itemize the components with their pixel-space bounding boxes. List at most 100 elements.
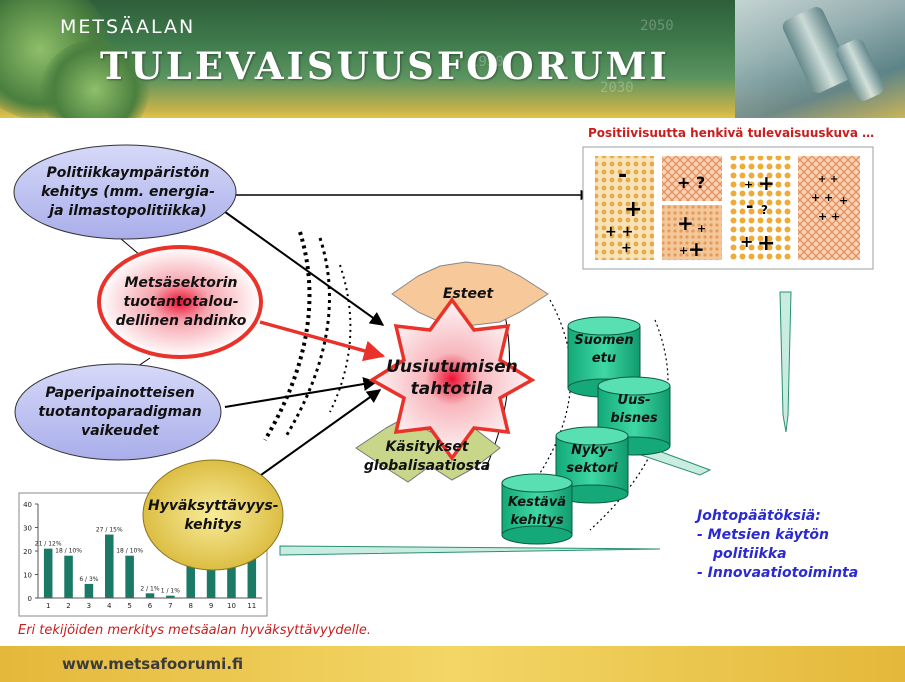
chart-y-tick-label: 40	[23, 501, 32, 509]
svg-text:+ ?: + ?	[677, 173, 705, 192]
svg-text:+: +	[624, 197, 642, 222]
chart-y-tick-label: 30	[23, 525, 32, 533]
future-tile-4	[798, 156, 860, 260]
svg-text:+: +	[688, 237, 705, 261]
dotted-arc	[329, 264, 352, 413]
chart-x-tick-label: 2	[66, 602, 70, 610]
future-symbols: - + + + + + ? + + + + + + - ? + + + + + …	[605, 163, 848, 261]
chart-bar	[206, 567, 216, 598]
renewal-label: Uusiutumisen tahtotila	[386, 357, 518, 399]
conclusions-title: Johtopäätöksiä:	[697, 508, 821, 524]
svg-text:+: +	[757, 231, 775, 256]
chart-x-tick-label: 7	[168, 602, 172, 610]
chart-data-label: 27 / 15%	[96, 527, 123, 534]
svg-text:+: +	[839, 194, 848, 207]
decorative-numbers: 2050	[640, 18, 674, 34]
conclusions-box: Johtopäätöksiä: - Metsien käytön politii…	[697, 507, 897, 583]
dotted-arc	[263, 231, 312, 442]
chart-bar	[104, 534, 114, 598]
chart-bar	[64, 555, 73, 598]
svg-text:+ +: + +	[818, 210, 840, 223]
cylinder-finland-label: Suomen etu	[574, 333, 634, 366]
chart-bar	[145, 593, 155, 598]
footer-bar: www.metsafoorumi.fi	[0, 646, 905, 682]
future-tile-2b	[662, 205, 722, 260]
chart-x-tick-label: 4	[107, 602, 112, 610]
chart-caption: Eri tekijöiden merkitys metsäalan hyväks…	[18, 623, 372, 638]
chart-x-tick-label: 10	[227, 602, 236, 610]
future-tile-3	[730, 156, 791, 260]
chart-data-label: 2 / 1%	[140, 585, 159, 592]
svg-text:?: ?	[761, 203, 768, 217]
renewal-star	[368, 297, 536, 461]
svg-text:-: -	[746, 196, 753, 217]
tree-foliage-image	[40, 40, 150, 120]
dotted-arc	[283, 237, 331, 439]
cylinder-newbiz-label: Uus- bisnes	[610, 393, 658, 426]
svg-text:+: +	[744, 178, 753, 191]
chart-bar	[166, 595, 175, 598]
chart-x-tick-label: 11	[247, 602, 256, 610]
chart-y-tick-label: 20	[23, 548, 32, 556]
driver-paper-ellipse	[14, 363, 222, 461]
driver-crisis-ellipse	[97, 245, 263, 359]
future-tile-2a	[662, 156, 722, 201]
conclusions-item-1-cont: politiikka	[713, 546, 787, 562]
arrow-paper-to-renewal	[224, 377, 378, 408]
svg-text:+ +: + +	[818, 174, 838, 185]
decorative-numbers: 1950	[470, 54, 504, 70]
driver-crisis-label: Metsäsektorin tuotantotalou- dellinen ah…	[115, 275, 247, 329]
driver-acceptability-label: Hyväksyttävyys- kehitys	[148, 498, 279, 533]
chart-bar	[43, 548, 53, 598]
chart-data-label: 6 / 3%	[79, 576, 98, 583]
chart-data-label: 18 / 10%	[55, 548, 82, 555]
conclusions-item-1: - Metsien käytön	[697, 527, 830, 543]
chart-y-tick-label: 0	[28, 595, 32, 603]
chart-x-tick-label: 1	[46, 602, 50, 610]
chart-data-label: 1 / 1%	[161, 588, 180, 595]
svg-text:+: +	[621, 241, 632, 256]
brand-subtitle: METSÄALAN	[60, 16, 196, 38]
dotted-arc	[529, 299, 572, 489]
chart-x-tick-label: 8	[188, 602, 192, 610]
conclusions-item-2: - Innovaatiotoiminta	[697, 565, 859, 581]
diagram-canvas: - + + + + + ? + + + + + + - ? + + + + + …	[13, 144, 874, 617]
brand-title: TULEVAISUUSFOORUMI	[100, 44, 670, 88]
chart-x-tick-label: 9	[209, 602, 213, 610]
svg-text:+ +: + +	[811, 191, 833, 204]
chart-data-label: 21 / 12%	[35, 541, 62, 548]
cylinder-current-label: Nyky- sektori	[566, 443, 618, 476]
microscope-image	[735, 0, 905, 120]
obstacles-label: Esteet	[442, 286, 494, 302]
future-tile-1	[595, 156, 654, 260]
footer-url[interactable]: www.metsafoorumi.fi	[62, 655, 244, 673]
arrow-chart-to-conclusions	[279, 545, 661, 556]
chart-bar	[125, 555, 134, 598]
chart-y-tick-label: 10	[23, 572, 32, 580]
driver-paper-label: Paperipainotteisen tuotantoparadigman va…	[38, 385, 202, 439]
svg-text:+: +	[758, 171, 775, 195]
chart-data-label: 18 / 10%	[116, 548, 143, 555]
future-caption: Positiivisuutta henkivä tulevaisuuskuva …	[588, 126, 875, 140]
acceptability-bar-chart: 0 10 20 30 40 21 / 12% 1 18 / 10% 2 6 / 3% 3 27 / 1…	[23, 501, 262, 610]
arrow-future-to-conclusions	[779, 291, 792, 433]
chart-x-tick-label: 3	[87, 602, 91, 610]
cylinder-sustainable	[501, 473, 573, 545]
driver-politics-ellipse	[13, 144, 237, 240]
driver-acceptability-ellipse	[142, 459, 284, 571]
dotted-arc	[589, 319, 669, 531]
arrow-acceptability-to-renewal	[239, 389, 382, 491]
chart-x-tick-label: 5	[127, 602, 131, 610]
obstacles-star	[391, 261, 549, 327]
arrow-politics-to-renewal	[199, 193, 385, 326]
svg-text:-: -	[618, 163, 627, 188]
svg-text:+ +: + +	[605, 224, 633, 240]
chart-bar	[247, 551, 257, 598]
header-banner: 2050 2030 1950 METSÄALAN TULEVAISUUSFOOR…	[0, 0, 905, 120]
chart-bar	[186, 551, 196, 598]
chart-bar	[84, 583, 94, 598]
globalization-label: Käsitykset globalisaatiosta	[363, 439, 491, 474]
svg-text:+: +	[679, 244, 688, 257]
decorative-numbers: 2030	[600, 80, 634, 96]
svg-text:+: +	[697, 222, 706, 235]
